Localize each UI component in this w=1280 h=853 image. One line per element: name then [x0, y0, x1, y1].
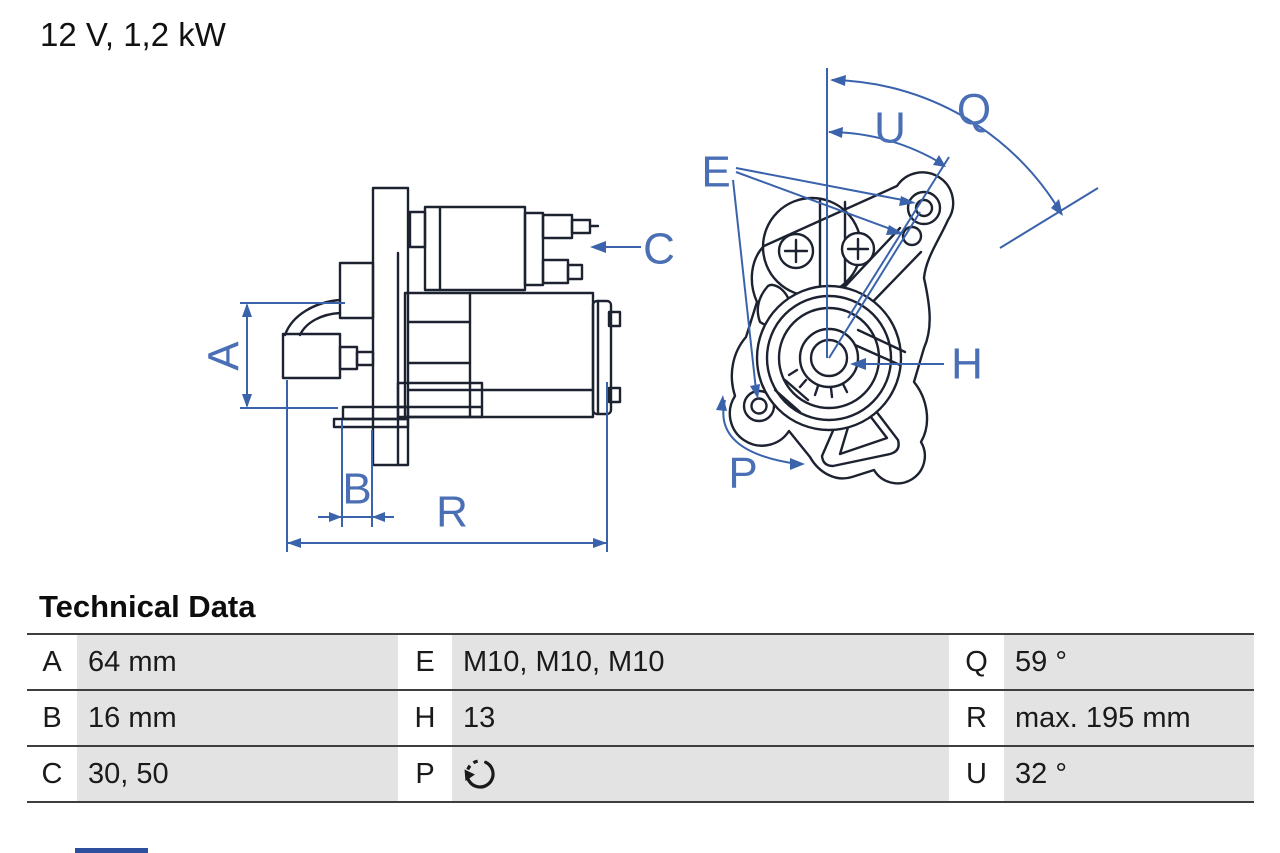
front-view-drawing	[728, 171, 955, 485]
end-cap	[591, 299, 613, 416]
motor-cylinder	[403, 291, 595, 419]
spec-value-cell	[452, 747, 949, 801]
rotation-arc	[722, 399, 799, 465]
footer-blue-bar	[75, 848, 148, 853]
spec-value-cell: 59 °	[1004, 635, 1254, 689]
table-row: B 16 mm H 13 R max. 195 mm	[27, 689, 1254, 745]
spec-value-cell: 30, 50	[77, 747, 398, 801]
dimension-a: A	[200, 302, 345, 409]
dimension-p: P	[716, 395, 805, 498]
terminal-block	[523, 211, 545, 287]
spec-value-cell: 13	[452, 691, 949, 745]
table-row: A 64 mm E M10, M10, M10 Q 59 °	[27, 633, 1254, 689]
spec-key-cell: E	[398, 635, 452, 689]
spec-value-cell: M10, M10, M10	[452, 635, 949, 689]
mounting-plate	[371, 186, 410, 467]
mounting-flange	[728, 171, 955, 485]
drive-housing	[281, 332, 342, 380]
table-row: C 30, 50 P U 32 °	[27, 745, 1254, 803]
dimension-label-a: A	[200, 341, 249, 371]
dimension-label-e: E	[701, 148, 730, 197]
dimension-e: E	[701, 148, 916, 399]
rotation-direction-icon	[464, 759, 495, 789]
angle-arc-q	[831, 79, 1062, 214]
spec-key-cell: H	[398, 691, 452, 745]
dimension-label-r: R	[436, 488, 468, 537]
dimension-label-p: P	[728, 449, 757, 498]
spec-key-cell: R	[949, 691, 1004, 745]
page-title: 12 V, 1,2 kW	[40, 16, 226, 53]
dimension-label-c: C	[643, 225, 675, 274]
dimension-b: B	[318, 420, 394, 527]
technical-data-heading: Technical Data	[39, 589, 256, 624]
dimension-c: C	[590, 225, 675, 274]
dimension-label-b: B	[342, 465, 371, 514]
dimension-h: H	[850, 340, 983, 389]
spec-key-cell: A	[27, 635, 77, 689]
mounting-hole	[906, 190, 942, 226]
spec-value-cell: 64 mm	[77, 635, 398, 689]
spec-key-cell: Q	[949, 635, 1004, 689]
spec-key-cell: U	[949, 747, 1004, 801]
spec-key-cell: C	[27, 747, 77, 801]
technical-data-table: A 64 mm E M10, M10, M10 Q 59 ° B 16 mm H…	[27, 633, 1254, 803]
dimension-label-u: U	[874, 104, 906, 153]
spec-value-cell: 16 mm	[77, 691, 398, 745]
dimension-label-h: H	[951, 340, 983, 389]
technical-drawings: A B R C	[200, 68, 1099, 552]
spec-key-cell: B	[27, 691, 77, 745]
dimension-r: R	[286, 380, 608, 552]
dimension-q-u: Q U	[826, 68, 1099, 359]
spec-value-cell: 32 °	[1004, 747, 1254, 801]
side-view-drawing	[281, 186, 622, 467]
dimension-label-q: Q	[957, 86, 991, 135]
spec-value-cell: max. 195 mm	[1004, 691, 1254, 745]
spec-key-cell: P	[398, 747, 452, 801]
